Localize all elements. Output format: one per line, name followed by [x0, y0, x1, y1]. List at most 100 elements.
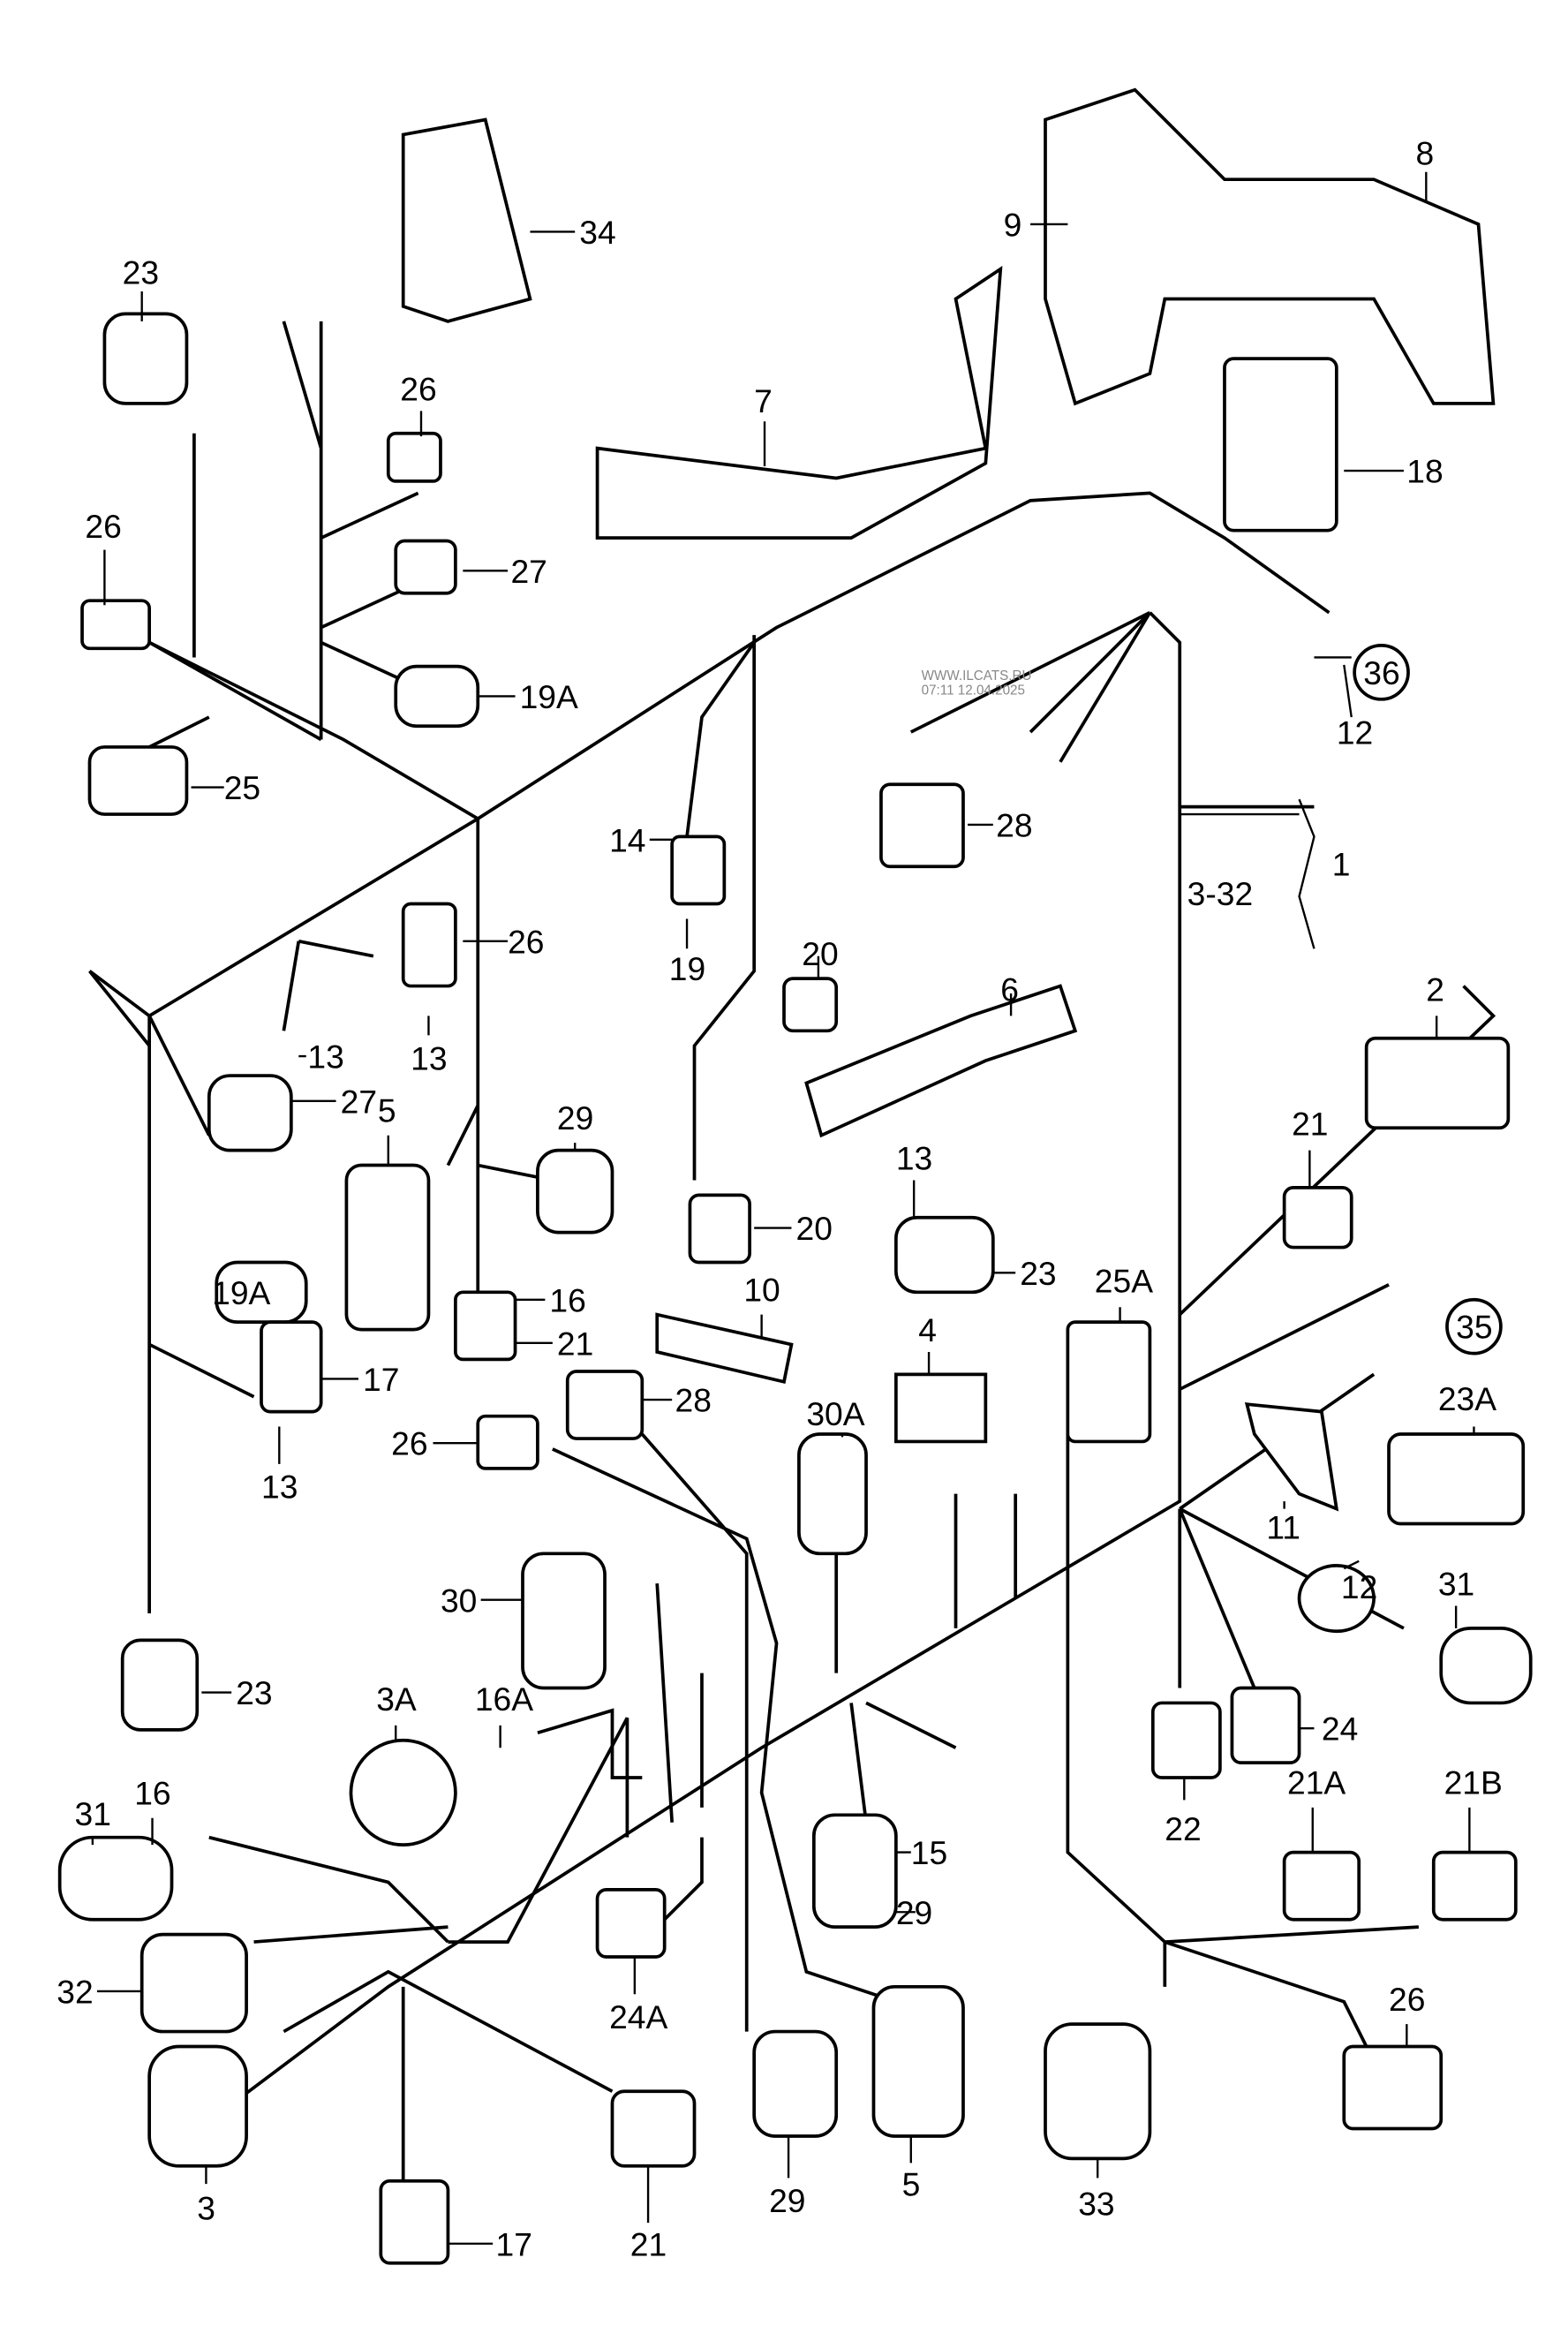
callout-13: 13: [411, 1039, 447, 1076]
callout-32: 32: [57, 1973, 93, 2010]
callout-1: 1: [1332, 845, 1351, 882]
callout-24: 24: [1322, 1711, 1358, 1748]
callout-15: 15: [911, 1834, 947, 1871]
grommet-12: [1297, 1563, 1376, 1634]
callout-35: 35: [1456, 1309, 1492, 1346]
callout-33: 33: [1078, 2186, 1114, 2223]
connector-21A: [1282, 1850, 1361, 1922]
connector-26-left: [80, 599, 152, 651]
connector-15: [811, 1813, 898, 1930]
callout-26: 26: [85, 508, 121, 545]
leader-lines: [91, 171, 1475, 2245]
callout-26: 26: [508, 923, 544, 960]
watermark-line2: 07:11 12.04.2025: [922, 683, 1025, 699]
callout-8: 8: [1415, 134, 1434, 171]
callout-25: 25: [224, 769, 260, 806]
callout-21B: 21B: [1444, 1764, 1503, 1801]
callout-23: 23: [123, 254, 159, 291]
callout-7: 7: [754, 382, 773, 419]
callout-27: 27: [510, 553, 547, 590]
callout-21: 21: [1292, 1106, 1328, 1143]
connector-29: [536, 1148, 614, 1235]
callout-26: 26: [391, 1425, 427, 1462]
callout-23: 23: [1020, 1255, 1056, 1292]
callout-30A: 30A: [806, 1395, 864, 1432]
callout-13: 13: [896, 1140, 932, 1177]
callout-26: 26: [400, 371, 436, 408]
callout-3A: 3A: [376, 1680, 417, 1718]
connector-21-lower: [610, 2089, 697, 2168]
connector-30: [521, 1552, 607, 1690]
callout-13: 13: [307, 1038, 343, 1076]
connector-20: [782, 977, 839, 1033]
callout-29: 29: [557, 1099, 593, 1137]
callout-27: 27: [341, 1083, 377, 1120]
connector-19: [670, 834, 727, 906]
callout-5: 5: [378, 1091, 396, 1129]
connector-27-left: [207, 1074, 293, 1152]
connector-26-right: [1342, 2044, 1444, 2131]
callout-20: 20: [796, 1210, 833, 1247]
callout-3-32: 3-32: [1187, 875, 1253, 912]
connector-23A: [1387, 1432, 1526, 1526]
callout-19A: 19A: [520, 678, 578, 715]
connector-20-lower: [688, 1193, 751, 1265]
watermark-line1: WWW.ILCATS.RU: [922, 668, 1032, 683]
callout-11: 11: [1266, 1508, 1300, 1545]
callout-31: 31: [1438, 1566, 1474, 1603]
connector-5: [344, 1163, 431, 1332]
connector-31-left: [57, 1835, 174, 1922]
module-2: [1364, 1036, 1511, 1130]
air-duct-9: [1044, 87, 1496, 406]
connector-19A: [394, 664, 480, 729]
callout-labels: 34 23 26 26 27 19A 25 7 9 8 18 36 12 28 …: [57, 134, 1503, 2262]
callout-12: 12: [1341, 1568, 1377, 1605]
wires: [88, 321, 1496, 2181]
connector-28-mid: [565, 1370, 645, 1440]
connector-33: [1044, 2022, 1152, 2161]
bracket-11: [1244, 1402, 1339, 1512]
components: [57, 87, 1533, 2265]
connector-21-mid: [454, 1290, 517, 1362]
connector-3A: [349, 1738, 457, 1846]
callout-26: 26: [1389, 1981, 1425, 2018]
callout-17: 17: [363, 1361, 399, 1398]
connector-25: [87, 745, 189, 816]
callout-19A: 19A: [212, 1274, 270, 1311]
connector-23-top: [102, 312, 189, 405]
connector-5-lower: [871, 1984, 965, 2138]
callout-14: 14: [609, 821, 645, 858]
callout-28: 28: [996, 806, 1032, 843]
callout-22: 22: [1165, 1810, 1201, 1847]
callout-21A: 21A: [1287, 1764, 1346, 1801]
callout-23A: 23A: [1438, 1380, 1496, 1417]
duct-7: [595, 266, 1003, 540]
connector-29-lower: [752, 2029, 839, 2138]
callout-23: 23: [236, 1674, 272, 1711]
callout-5: 5: [902, 2166, 921, 2203]
callout-12: 12: [1337, 714, 1373, 751]
callout-circle-35: [1445, 1297, 1503, 1356]
ecu-connector-18: [1223, 357, 1338, 532]
connector-26: [386, 431, 442, 483]
callout-36: 36: [1363, 654, 1399, 691]
connector-25A: [1066, 1320, 1152, 1444]
callout-16: 16: [134, 1774, 170, 1811]
relay-4: [893, 1372, 988, 1444]
connector-32: [139, 1932, 248, 2034]
callout-16: 16: [549, 1281, 585, 1318]
callout-2: 2: [1426, 970, 1444, 1008]
connector-23: [893, 1215, 995, 1295]
callout-25A: 25A: [1095, 1262, 1153, 1299]
callout-6: 6: [1000, 970, 1019, 1008]
connector-28: [879, 782, 965, 869]
callout-circle-36: [1353, 644, 1410, 701]
connector-21: [1282, 1186, 1353, 1250]
connector-24: [1230, 1686, 1301, 1764]
callout-4: 4: [918, 1311, 937, 1348]
harness-6: [804, 984, 1078, 1138]
connector-22: [1150, 1701, 1222, 1779]
connector-23-left: [120, 1638, 200, 1732]
connector-21B: [1431, 1850, 1518, 1922]
